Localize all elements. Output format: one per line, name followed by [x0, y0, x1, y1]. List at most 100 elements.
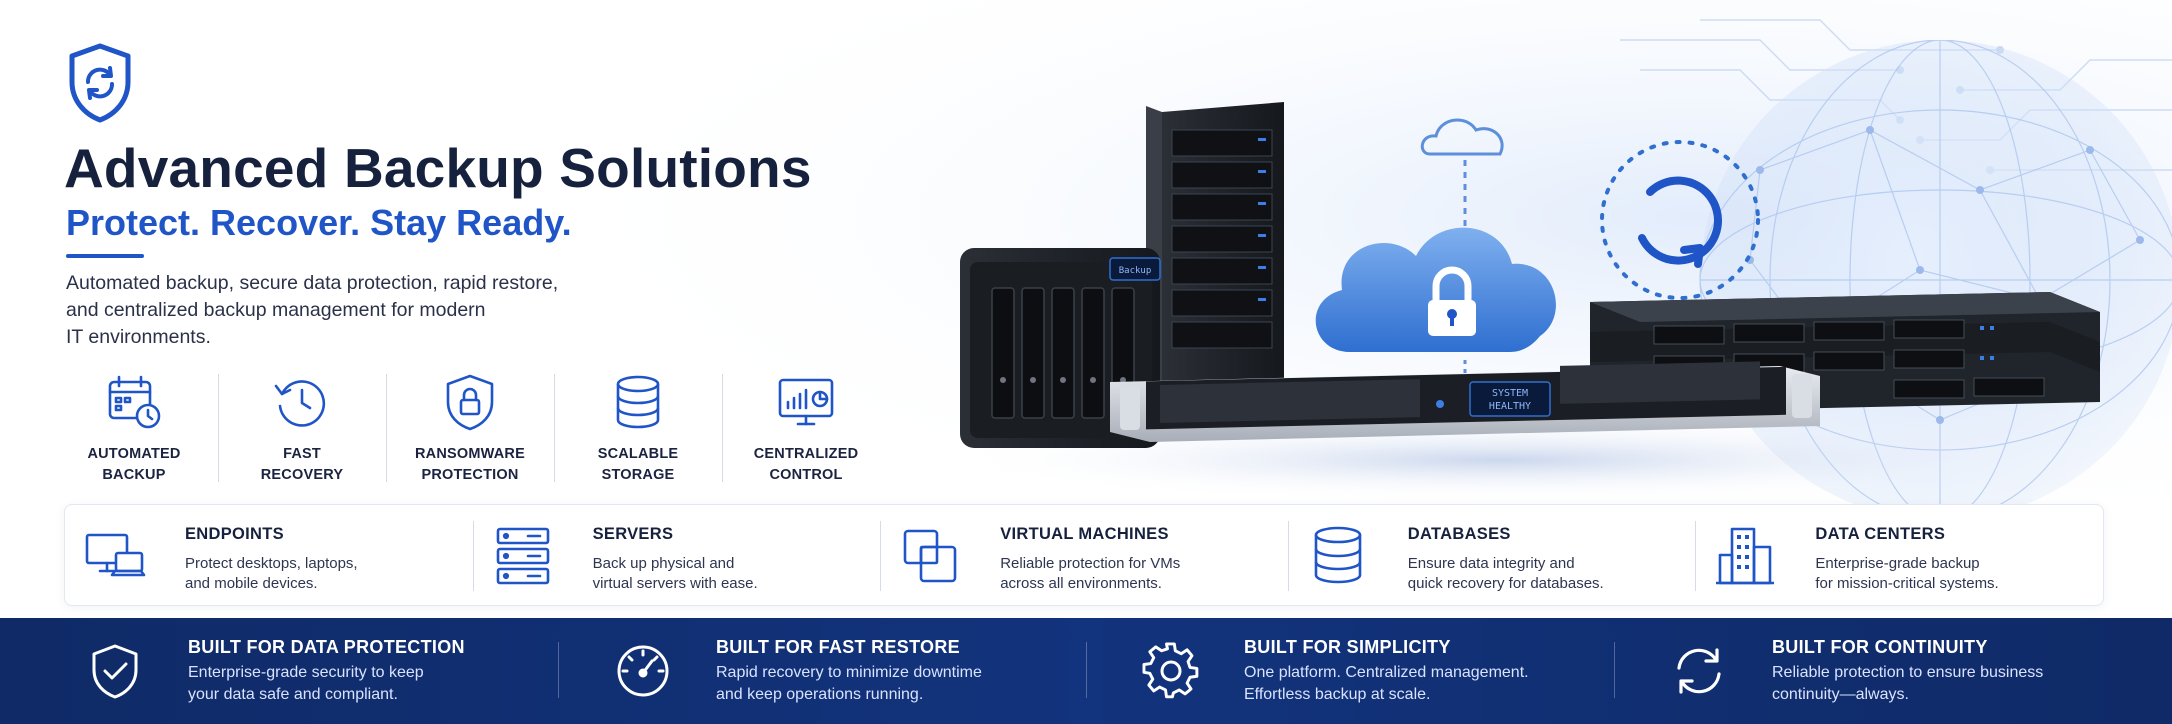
hero-description-line: and centralized backup management for mo…	[66, 299, 486, 321]
solution-description-line: across all environments.	[1000, 575, 1162, 592]
benefit-continuity: BUILT FOR CONTINUITY Reliable protection…	[1614, 618, 2172, 724]
feature-fast-recovery: FAST RECOVERY	[218, 368, 386, 486]
feature-label: FAST RECOVERY	[218, 444, 386, 486]
solution-description-line: Protect desktops, laptops,	[185, 555, 358, 572]
hero-description-line: IT environments.	[66, 326, 211, 348]
solution-description: Enterprise-grade backup for mission-crit…	[1815, 554, 1998, 594]
shield-lock-icon	[446, 374, 494, 431]
solution-description: Reliable protection for VMs across all e…	[1000, 554, 1180, 594]
solution-description-line: virtual servers with ease.	[592, 575, 758, 592]
benefit-data-protection: BUILT FOR DATA PROTECTION Enterprise-gra…	[60, 618, 588, 724]
benefit-description: Reliable protection to ensure business c…	[1772, 662, 2043, 706]
rack-server-front: SYSTEM HEALTHY	[1110, 361, 1820, 442]
dashboard-monitor-icon	[778, 378, 834, 426]
cloud-outline-icon	[1420, 118, 1504, 240]
solution-description: Back up physical and virtual servers wit…	[593, 554, 758, 594]
feature-ransomware-protection: RANSOMWARE PROTECTION	[386, 368, 554, 486]
benefit-description-line: your data safe and compliant.	[188, 685, 398, 703]
building-icon	[1716, 527, 1775, 585]
benefit-description-line: continuity—always.	[1772, 685, 1909, 703]
benefit-title: BUILT FOR SIMPLICITY	[1244, 636, 1451, 657]
feature-label-line: PROTECTION	[421, 467, 519, 483]
hero-description: Automated backup, secure data protection…	[66, 270, 626, 351]
feature-list: AUTOMATED BACKUP FAST RECOVERY RANSOMW	[50, 368, 890, 486]
feature-label-line: FAST	[283, 446, 321, 462]
solution-description-line: Ensure data integrity and	[1407, 555, 1575, 572]
benefits-bar: BUILT FOR DATA PROTECTION Enterprise-gra…	[0, 618, 2172, 724]
backup-hardware-illustration: Backup	[940, 102, 2100, 500]
shield-sync-logo-icon	[69, 43, 131, 123]
benefit-description: Enterprise-grade security to keep your d…	[188, 662, 465, 706]
benefit-title: BUILT FOR CONTINUITY	[1772, 636, 1988, 657]
feature-label: RANSOMWARE PROTECTION	[386, 444, 554, 486]
feature-label-line: SCALABLE	[597, 446, 679, 462]
solution-description-line: quick recovery for databases.	[1407, 575, 1604, 592]
feature-label-line: STORAGE	[601, 467, 675, 483]
feature-label-line: BACKUP	[102, 467, 166, 483]
feature-label-line: CONTROL	[769, 467, 843, 483]
feature-label-line: AUTOMATED	[87, 446, 181, 462]
page-title: Advanced Backup Solutions	[64, 137, 812, 199]
feature-label: SCALABLE STORAGE	[554, 444, 722, 486]
benefit-description-line: Rapid recovery to minimize downtime	[716, 663, 982, 681]
feature-label-line: CENTRALIZED	[753, 446, 859, 462]
solution-description-line: Back up physical and	[592, 555, 735, 572]
feature-label: AUTOMATED BACKUP	[50, 444, 218, 486]
benefit-description-line: Enterprise-grade security to keep	[188, 663, 424, 681]
sync-arrow-icon	[1600, 140, 1760, 300]
solution-description: Ensure data integrity and quick recovery…	[1408, 554, 1604, 594]
speedometer-icon	[617, 645, 669, 697]
servers-icon	[496, 527, 549, 585]
hero-description-line: Automated backup, secure data protection…	[66, 272, 559, 294]
benefit-description-line: Reliable protection to ensure business	[1772, 663, 2044, 681]
benefit-title: BUILT FOR FAST RESTORE	[716, 636, 960, 657]
feature-scalable-storage: SCALABLE STORAGE	[554, 368, 722, 486]
title-underline	[66, 254, 144, 258]
benefit-title: BUILT FOR DATA PROTECTION	[188, 636, 465, 657]
solution-databases: DATABASES Ensure data integrity and quic…	[1287, 505, 1696, 605]
page-subtitle: Protect. Recover. Stay Ready.	[66, 202, 572, 243]
shield-check-icon	[92, 644, 138, 699]
solution-description: Protect desktops, laptops, and mobile de…	[185, 554, 358, 594]
solution-name: DATABASES	[1407, 525, 1511, 543]
calendar-clock-icon	[108, 375, 161, 429]
benefit-fast-restore: BUILT FOR FAST RESTORE Rapid recovery to…	[558, 618, 1116, 724]
solution-name: DATA CENTERS	[1815, 525, 1946, 543]
benefit-description: One platform. Centralized management. Ef…	[1244, 662, 1529, 706]
benefit-description-line: and keep operations running.	[716, 685, 924, 703]
gear-icon	[1142, 642, 1199, 699]
benefit-description-line: One platform. Centralized management.	[1244, 663, 1529, 681]
virtual-machines-icon	[903, 529, 957, 583]
database-icon	[616, 375, 660, 429]
solution-virtual-machines: VIRTUAL MACHINES Reliable protection for…	[880, 505, 1288, 605]
tower-server	[1146, 102, 1284, 392]
feature-centralized-control: CENTRALIZED CONTROL	[722, 368, 890, 486]
solution-description-line: for mission-critical systems.	[1815, 575, 1999, 592]
solution-description-line: and mobile devices.	[185, 575, 318, 592]
solution-data-centers: DATA CENTERS Enterprise-grade backup for…	[1695, 505, 2103, 605]
rack-display-line: HEALTHY	[1489, 401, 1531, 412]
restore-clock-icon	[274, 380, 326, 427]
benefit-description-line: Effortless backup at scale.	[1244, 685, 1431, 703]
solution-name: ENDPOINTS	[185, 525, 284, 543]
solution-endpoints: ENDPOINTS Protect desktops, laptops, and…	[65, 505, 473, 605]
solution-description-line: Enterprise-grade backup	[1815, 555, 1980, 572]
endpoints-devices-icon	[85, 533, 146, 577]
benefit-description: Rapid recovery to minimize downtime and …	[716, 662, 982, 706]
feature-label: CENTRALIZED CONTROL	[722, 444, 890, 486]
benefit-simplicity: BUILT FOR SIMPLICITY One platform. Centr…	[1086, 618, 1644, 724]
cloud-lock-icon	[1315, 227, 1556, 376]
solution-name: VIRTUAL MACHINES	[1000, 525, 1169, 543]
feature-label-line: RANSOMWARE	[415, 446, 525, 462]
feature-label-line: RECOVERY	[260, 467, 344, 483]
solution-servers: SERVERS Back up physical and virtual ser…	[472, 505, 881, 605]
rack-display-line: SYSTEM	[1492, 388, 1528, 399]
feature-automated-backup: AUTOMATED BACKUP	[50, 368, 218, 486]
solution-description-line: Reliable protection for VMs	[1000, 555, 1181, 572]
solutions-strip: ENDPOINTS Protect desktops, laptops, and…	[64, 504, 2104, 606]
database-icon	[1314, 526, 1362, 584]
sync-icon	[1677, 648, 1721, 694]
nas-display-text: Backup	[1119, 266, 1152, 276]
solution-name: SERVERS	[592, 525, 674, 543]
